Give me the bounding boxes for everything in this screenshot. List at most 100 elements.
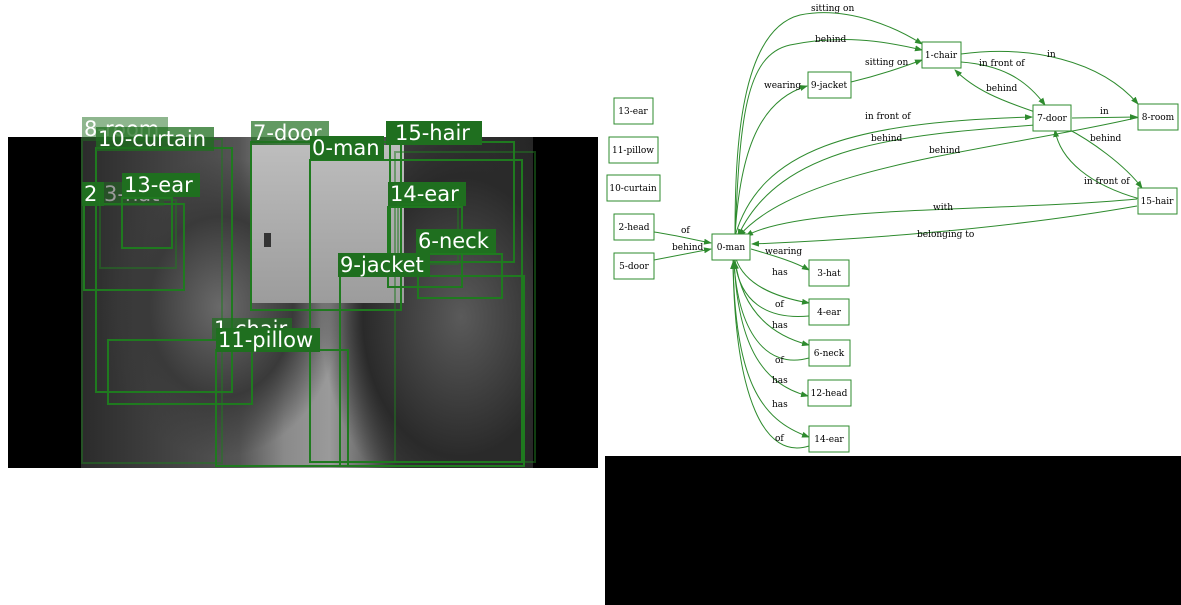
bbox-label: 6-neck xyxy=(418,229,490,253)
node-10-curtain[interactable]: 10-curtain xyxy=(606,174,661,202)
edge-label: of xyxy=(775,434,784,444)
edge-label: behind xyxy=(986,84,1018,94)
edge-label: has xyxy=(772,376,788,386)
edge-in: in xyxy=(1071,107,1138,121)
edge-in: in xyxy=(960,50,1139,105)
edge-label: has xyxy=(772,400,788,410)
node-1-chair[interactable]: 1-chair xyxy=(921,41,962,69)
edge-has: has xyxy=(732,259,810,438)
node-14-ear[interactable]: 14-ear xyxy=(808,425,850,453)
edge-label: sitting on xyxy=(811,4,854,14)
edge-label: in front of xyxy=(979,59,1025,69)
edge-belonging-to: belonging to xyxy=(751,205,1138,247)
empty-black-panel xyxy=(605,456,1181,605)
edge-label: behind xyxy=(871,134,903,144)
node-label: 12-head xyxy=(811,389,848,399)
edge-of: of xyxy=(653,226,712,245)
graph-nodes: 13-ear 11-pillow 10-curtain 2-head 5-doo… xyxy=(606,41,1179,453)
edge-of: of xyxy=(731,261,810,366)
node-label: 8-room xyxy=(1142,113,1175,123)
edge-behind: behind xyxy=(734,35,923,237)
node-label: 4-ear xyxy=(817,308,841,318)
edge-label: behind xyxy=(672,243,704,253)
edge-in-front-of: in front of xyxy=(1053,129,1141,200)
node-label: 6-neck xyxy=(814,349,845,359)
edge-label: sitting on xyxy=(865,58,908,68)
edge-has: has xyxy=(733,259,809,398)
edge-behind: behind xyxy=(1065,127,1143,189)
edge-label: in front of xyxy=(865,112,911,122)
node-9-jacket[interactable]: 9-jacket xyxy=(807,71,852,99)
node-label: 9-jacket xyxy=(811,81,848,91)
node-6-neck[interactable]: 6-neck xyxy=(808,339,851,367)
edge-label: in xyxy=(1047,50,1056,60)
edge-label: has xyxy=(772,268,788,278)
edge-in-front-of: in front of xyxy=(960,59,1046,106)
edge-behind: behind xyxy=(738,116,1141,237)
edge-has: has xyxy=(735,258,810,305)
node-label: 1-chair xyxy=(925,51,958,61)
edge-label: behind xyxy=(815,35,847,45)
node-2-head[interactable]: 2-head xyxy=(613,213,655,241)
edge-behind: behind xyxy=(954,69,1036,113)
edge-label: wearing xyxy=(764,81,801,91)
node-label: 13-ear xyxy=(618,107,648,117)
door-handle xyxy=(264,233,271,247)
node-13-ear[interactable]: 13-ear xyxy=(613,97,654,125)
node-4-ear[interactable]: 4-ear xyxy=(808,298,850,326)
bbox-label: 14-ear xyxy=(390,182,459,206)
edge-wearing: wearing xyxy=(734,81,808,237)
edge-sitting-on: sitting on xyxy=(850,58,923,83)
edge-behind: behind xyxy=(737,124,1036,237)
node-label: 3-hat xyxy=(817,269,841,279)
bbox-13-ear: 13-ear xyxy=(121,173,200,249)
node-label: 11-pillow xyxy=(612,146,654,156)
bbox-label: 10-curtain xyxy=(98,127,206,151)
edge-label: of xyxy=(775,300,784,310)
edge-label: of xyxy=(775,356,784,366)
node-11-pillow[interactable]: 11-pillow xyxy=(608,136,659,164)
edge-label: in front of xyxy=(1084,177,1130,187)
node-label: 10-curtain xyxy=(609,184,656,194)
graph-edges: sitting on behind sitting on wearing in … xyxy=(653,4,1143,449)
edge-label: in xyxy=(1100,107,1109,117)
bbox-10-curtain: 10-curtain xyxy=(95,127,233,393)
edge-label: belonging to xyxy=(917,230,974,240)
bbox-label: 9-jacket xyxy=(340,253,424,277)
edge-wearing: wearing xyxy=(750,247,810,271)
edge-behind: behind xyxy=(653,243,712,261)
edge-of: of xyxy=(730,261,810,449)
bbox-label: 11-pillow xyxy=(218,328,313,352)
node-label: 7-door xyxy=(1037,114,1067,124)
edge-with: with xyxy=(745,198,1138,237)
node-12-head[interactable]: 12-head xyxy=(807,379,852,407)
node-0-man[interactable]: 0-man xyxy=(711,233,751,261)
node-label: 5-door xyxy=(619,262,649,272)
node-8-room[interactable]: 8-room xyxy=(1137,103,1179,131)
edge-label: behind xyxy=(929,146,961,156)
edge-label: has xyxy=(772,321,788,331)
edge-label: with xyxy=(933,203,953,213)
node-7-door[interactable]: 7-door xyxy=(1032,104,1072,132)
bbox-12-head xyxy=(394,151,536,463)
bbox-label-2-head: 2 xyxy=(84,182,97,206)
edge-label: behind xyxy=(1090,134,1122,144)
bbox-label: 13-ear xyxy=(124,173,193,197)
node-15-hair[interactable]: 15-hair xyxy=(1137,187,1178,215)
node-5-door[interactable]: 5-door xyxy=(613,252,655,280)
bbox-9-jacket: 9-jacket xyxy=(338,253,525,467)
bbox-label: 0-man xyxy=(312,136,380,160)
edge-label: wearing xyxy=(765,247,802,257)
node-label: 2-head xyxy=(618,223,649,233)
edge-in-front-of: in front of xyxy=(734,112,1033,237)
edge-sitting-on: sitting on xyxy=(734,4,923,237)
bbox-11-pillow: 11-pillow xyxy=(215,328,349,467)
node-3-hat[interactable]: 3-hat xyxy=(808,259,850,287)
edge-label: of xyxy=(681,226,690,236)
node-label: 14-ear xyxy=(814,435,844,445)
node-label: 0-man xyxy=(717,243,746,253)
bbox-label: 15-hair xyxy=(395,121,470,145)
edge-has: has xyxy=(734,259,810,347)
node-label: 15-hair xyxy=(1141,197,1175,207)
